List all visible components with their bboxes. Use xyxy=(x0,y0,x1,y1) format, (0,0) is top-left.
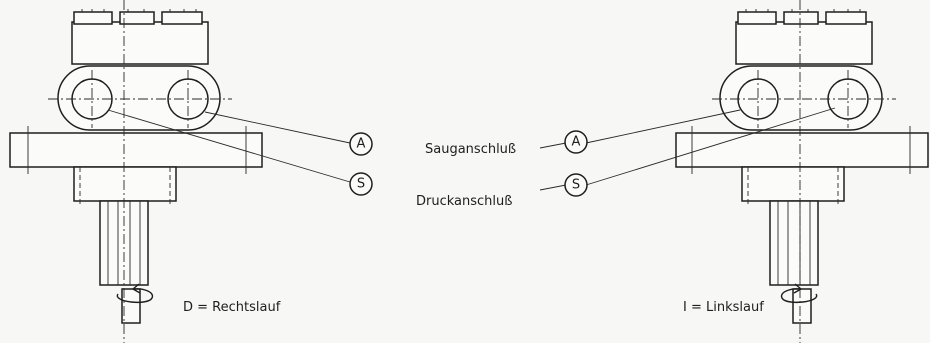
left-rotation-label: I = Linkslauf xyxy=(683,300,764,315)
right-pump-top-cover xyxy=(735,21,873,65)
left-pump xyxy=(9,0,263,343)
left-pump-shaft-end xyxy=(121,288,141,324)
marker-pressure-right-text: S xyxy=(572,178,580,193)
leader-lines xyxy=(107,107,836,191)
right-pump-shaft-end xyxy=(792,288,812,324)
left-pump-mounting-flange xyxy=(9,132,263,168)
right-rotation-label: D = Rechtslauf xyxy=(183,300,281,315)
rotation-arrow-icon xyxy=(780,283,818,304)
marker-pressure-left: S xyxy=(349,172,373,196)
left-pump-body xyxy=(73,166,177,202)
marker-suction-right: A xyxy=(564,130,588,154)
suction-port-label: Sauganschluß xyxy=(425,142,516,157)
right-pump-body xyxy=(741,166,845,202)
right-pump xyxy=(675,0,929,343)
left-pump-bolts xyxy=(73,9,203,25)
rotation-arrow-icon xyxy=(116,283,154,304)
marker-suction-left-text: A xyxy=(357,137,366,152)
pressure-port-label: Druckanschluß xyxy=(416,194,512,209)
right-pump-mounting-flange xyxy=(675,132,929,168)
left-pump-top-cover xyxy=(71,21,209,65)
marker-suction-left: A xyxy=(349,132,373,156)
right-pump-bolts xyxy=(737,9,867,25)
marker-pressure-left-text: S xyxy=(357,177,365,192)
marker-suction-right-text: A xyxy=(572,135,581,150)
right-pump-shaft-nut xyxy=(769,200,819,286)
marker-pressure-right: S xyxy=(564,173,588,197)
